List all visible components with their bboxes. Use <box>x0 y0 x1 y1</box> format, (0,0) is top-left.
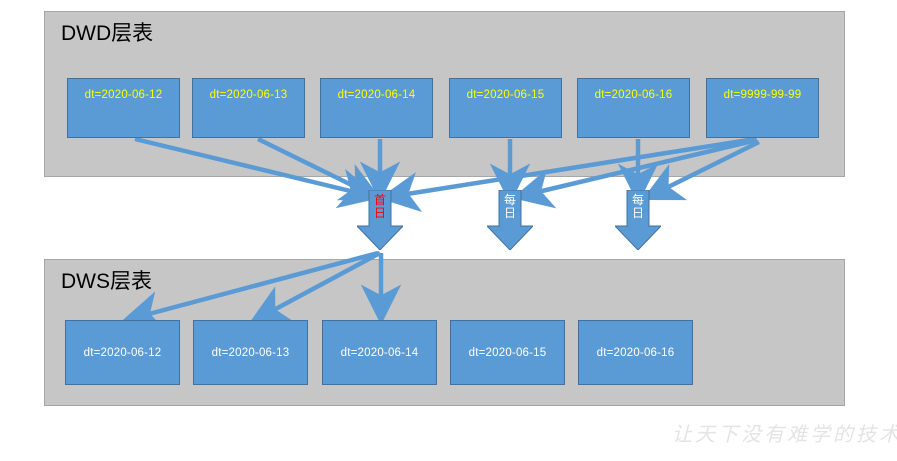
dwd-node-label: dt=2020-06-12 <box>84 89 163 101</box>
watermark-text: 让天下没有难学的技术 <box>672 422 897 446</box>
dws-node[interactable]: dt=2020-06-13 <box>193 320 308 385</box>
daily-arrow-2-label: 每日 <box>631 193 644 220</box>
dws-panel-title: DWS层表 <box>61 270 152 293</box>
dwd-node[interactable]: dt=9999-99-99 <box>706 78 819 138</box>
dwd-node[interactable]: dt=2020-06-12 <box>67 78 180 138</box>
dws-node[interactable]: dt=2020-06-14 <box>322 320 437 385</box>
dwd-node[interactable]: dt=2020-06-14 <box>320 78 433 138</box>
dws-node[interactable]: dt=2020-06-12 <box>65 320 180 385</box>
daily-arrow-1[interactable]: 每日 <box>487 190 533 250</box>
dwd-node[interactable]: dt=2020-06-13 <box>192 78 305 138</box>
daily-arrow-1-label: 每日 <box>503 193 516 220</box>
dwd-panel-title: DWD层表 <box>61 22 154 45</box>
daily-arrow-2[interactable]: 每日 <box>615 190 661 250</box>
dws-node-label: dt=2020-06-12 <box>83 346 162 359</box>
dws-node[interactable]: dt=2020-06-16 <box>578 320 693 385</box>
dwd-node[interactable]: dt=2020-06-15 <box>449 78 562 138</box>
dwd-node-label: dt=9999-99-99 <box>723 89 802 101</box>
dws-node[interactable]: dt=2020-06-15 <box>450 320 565 385</box>
dwd-node[interactable]: dt=2020-06-16 <box>577 78 690 138</box>
dws-node-label: dt=2020-06-14 <box>340 346 419 359</box>
dwd-node-label: dt=2020-06-14 <box>337 89 416 101</box>
first-day-arrow-label: 首日 <box>373 193 386 220</box>
down-block-arrow-icon <box>357 190 403 250</box>
down-block-arrow-icon <box>615 190 661 250</box>
dwd-node-label: dt=2020-06-13 <box>209 89 288 101</box>
dwd-node-label: dt=2020-06-15 <box>466 89 545 101</box>
first-day-arrow[interactable]: 首日 <box>357 190 403 250</box>
dws-node-label: dt=2020-06-13 <box>211 346 290 359</box>
dws-node-label: dt=2020-06-15 <box>468 346 547 359</box>
dws-node-label: dt=2020-06-16 <box>596 346 675 359</box>
dwd-node-label: dt=2020-06-16 <box>594 89 673 101</box>
down-block-arrow-icon <box>487 190 533 250</box>
